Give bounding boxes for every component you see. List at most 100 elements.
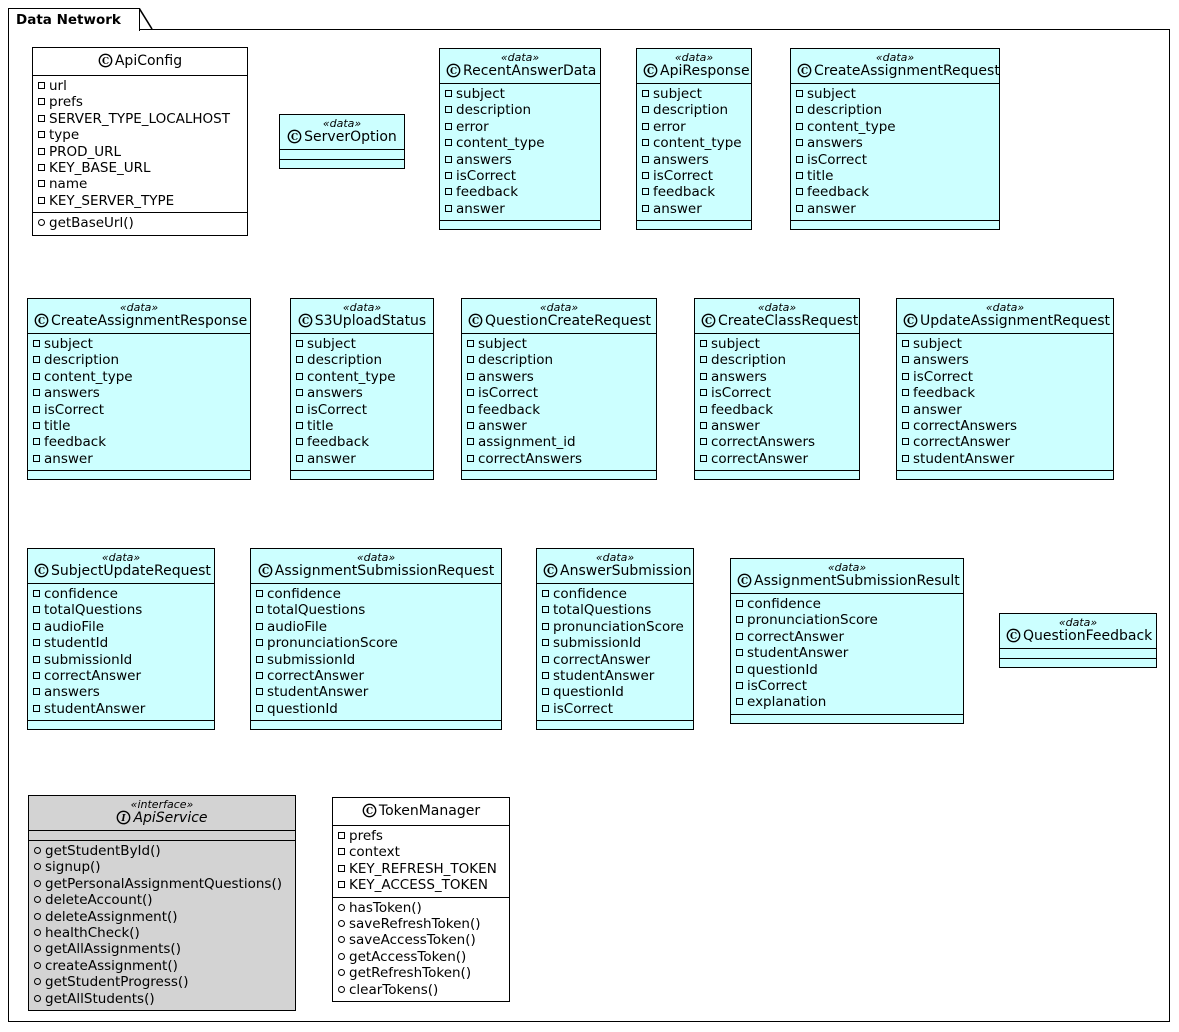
attribute-item: isCorrect <box>642 168 747 184</box>
attribute-label: subject <box>44 336 93 352</box>
attribute-label: confidence <box>553 586 627 602</box>
attribute-square-icon <box>38 131 45 139</box>
class-name-label: TokenManager <box>378 803 481 819</box>
attribute-label: subject <box>456 86 505 102</box>
attribute-square-icon <box>33 389 40 397</box>
attribute-square-icon <box>467 389 474 397</box>
operation-item: deleteAccount() <box>34 892 291 908</box>
attribute-label: confidence <box>44 586 118 602</box>
attribute-label: KEY_BASE_URL <box>49 160 151 177</box>
svg-text:C: C <box>450 67 457 77</box>
attribute-label: answer <box>44 450 93 467</box>
attribute-label: studentAnswer <box>44 700 146 717</box>
svg-text:C: C <box>741 577 748 587</box>
attribute-square-icon <box>700 340 707 347</box>
attribute-label: content_type <box>653 135 742 152</box>
class-stereotype-label: «data» <box>985 301 1025 314</box>
attribute-square-icon <box>33 372 40 380</box>
attribute-item: isCorrect <box>33 402 246 418</box>
operation-item: createAssignment() <box>34 958 291 974</box>
class-stereotype-label: «data» <box>595 551 635 564</box>
attribute-label: answer <box>478 418 527 435</box>
attribute-label: content_type <box>307 368 396 385</box>
attribute-square-icon <box>445 106 452 114</box>
operation-item: getStudentProgress() <box>34 974 291 990</box>
operation-item: signup() <box>34 859 291 875</box>
attribute-label: answers <box>456 151 512 168</box>
svg-text:C: C <box>102 57 109 67</box>
attribute-square-icon <box>33 622 40 630</box>
operation-item: getBaseUrl() <box>38 215 243 231</box>
attribute-square-icon <box>700 405 707 413</box>
attribute-item: prefs <box>38 94 243 110</box>
attribute-item: studentAnswer <box>33 701 210 717</box>
operation-label: saveRefreshToken() <box>349 916 481 933</box>
attribute-square-icon <box>642 106 649 114</box>
operation-label: getPersonalAssignmentQuestions() <box>45 875 282 892</box>
attribute-item: subject <box>796 86 995 102</box>
attribute-square-icon <box>296 422 303 430</box>
attribute-square-icon <box>736 698 743 706</box>
attribute-item: studentAnswer <box>256 684 497 700</box>
attribute-item: confidence <box>736 596 959 612</box>
attribute-square-icon <box>33 340 40 347</box>
attribute-label: answer <box>711 418 760 435</box>
operation-label: signup() <box>45 859 101 876</box>
attribute-square-icon <box>736 649 743 657</box>
attribute-label: questionId <box>747 661 818 678</box>
attribute-square-icon <box>33 639 40 647</box>
operations-compartment: getStudentById()signup()getPersonalAssig… <box>29 840 295 1010</box>
operations-compartment <box>28 470 250 479</box>
attribute-item: content_type <box>796 119 995 135</box>
attribute-item: studentAnswer <box>902 451 1109 467</box>
attribute-item: description <box>796 102 995 118</box>
attribute-square-icon <box>38 164 45 172</box>
attribute-item: pronunciationScore <box>542 619 689 635</box>
operation-circle-icon <box>34 847 41 854</box>
class-stereotype-label: «data» <box>674 51 714 64</box>
attribute-label: subject <box>653 86 702 102</box>
package-tab[interactable]: Data Network <box>8 8 140 31</box>
attribute-label: totalQuestions <box>44 602 143 619</box>
attribute-item: isCorrect <box>445 168 596 184</box>
attribute-item: isCorrect <box>296 402 429 418</box>
attribute-label: submissionId <box>553 635 642 652</box>
attribute-square-icon <box>542 655 549 663</box>
attribute-square-icon <box>902 422 909 430</box>
class-icon: C <box>298 313 313 328</box>
attribute-square-icon <box>700 438 707 446</box>
attribute-label: title <box>307 418 334 435</box>
attribute-label: subject <box>807 86 856 102</box>
interface-icon: I <box>116 810 131 825</box>
attribute-item: totalQuestions <box>542 602 689 618</box>
attribute-item: description <box>467 352 652 368</box>
attribute-square-icon <box>467 372 474 380</box>
operation-circle-icon <box>34 994 41 1002</box>
attribute-label: description <box>307 352 383 369</box>
attribute-label: description <box>44 352 120 369</box>
attribute-item: submissionId <box>542 635 689 651</box>
